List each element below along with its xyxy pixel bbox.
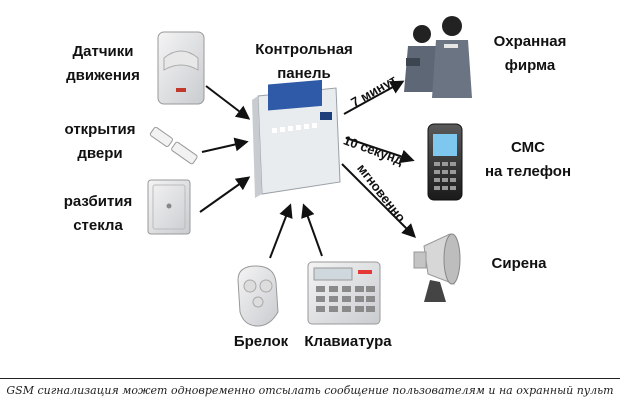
door-contact-icon <box>150 127 198 165</box>
control-panel-icon <box>252 80 340 198</box>
arrow-door-to-panel <box>202 142 246 152</box>
arrow-glass-to-panel <box>200 178 248 212</box>
security-guards-icon <box>404 16 472 98</box>
motion-sensor-icon <box>158 32 204 104</box>
arrow-motion-to-panel <box>206 86 248 118</box>
glass-break-sensor-icon <box>148 180 190 234</box>
caption: GSM сигнализация может одновременно отсы… <box>0 378 620 418</box>
siren-icon <box>414 234 460 302</box>
label-key-fob: Брелок <box>228 330 294 354</box>
label-glass-break: разбития стекла <box>56 190 140 238</box>
label-door-opening: открытия двери <box>56 118 144 166</box>
label-keypad: Клавиатура <box>300 330 396 354</box>
arrow-fob-to-panel <box>270 206 290 258</box>
keypad-icon <box>308 262 380 324</box>
label-security-firm: Охранная фирма <box>484 30 576 78</box>
label-control-panel: Контрольная панель <box>248 38 360 86</box>
label-motion-sensors: Датчики движения <box>62 40 144 88</box>
key-fob-icon <box>238 266 278 326</box>
label-sms-to-phone: СМС на телефон <box>480 136 576 184</box>
mobile-phone-icon <box>428 124 462 200</box>
label-siren: Сирена <box>484 252 554 276</box>
arrow-keypad-to-panel <box>304 206 322 256</box>
